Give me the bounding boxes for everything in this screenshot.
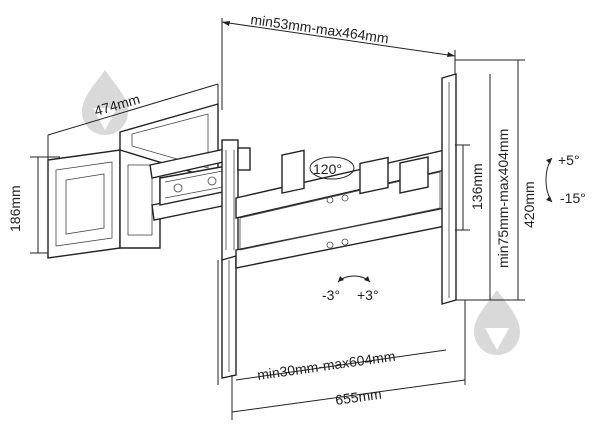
top-width-label: min53mm-max464mm [250,11,390,46]
total-width-dimension: 655mm [231,300,466,420]
wall-plate [47,149,161,259]
swivel-left-label: -3° [322,287,340,303]
vesa-width-label: min30mm-max604mm [256,348,396,383]
total-height-dimension: 420mm [455,59,537,301]
left-rail [217,255,237,385]
slot-height-label: 136mm [469,163,485,210]
tilt-up-label: +5° [558,152,580,168]
articulating-arm [149,147,233,221]
slot-height-dimension: 136mm [455,144,485,231]
rotation-indicator: 120° [309,156,355,180]
total-width-label: 655mm [334,386,382,408]
plate-height-dimension: 186mm [7,156,60,254]
watermark-icon [474,290,520,355]
vesa-width-dimension: min30mm-max604mm [235,348,447,383]
plate-height-label: 186mm [7,185,23,232]
vesa-height-label: min75mm-max404mm [495,129,511,268]
total-height-label: 420mm [521,181,537,228]
vesa-height-dimension: min75mm-max404mm [489,74,511,300]
swivel-indicator: -3° +3° [322,275,379,303]
crossbar [235,149,446,269]
swivel-right-label: +3° [357,287,379,303]
rotation-label: 120° [313,161,342,177]
watermark-icon [82,70,128,135]
tilt-indicator: +5° -15° [545,152,586,206]
top-width-dimension: min53mm-max464mm [221,11,456,110]
tilt-down-label: -15° [560,190,586,206]
right-rail [441,73,457,305]
